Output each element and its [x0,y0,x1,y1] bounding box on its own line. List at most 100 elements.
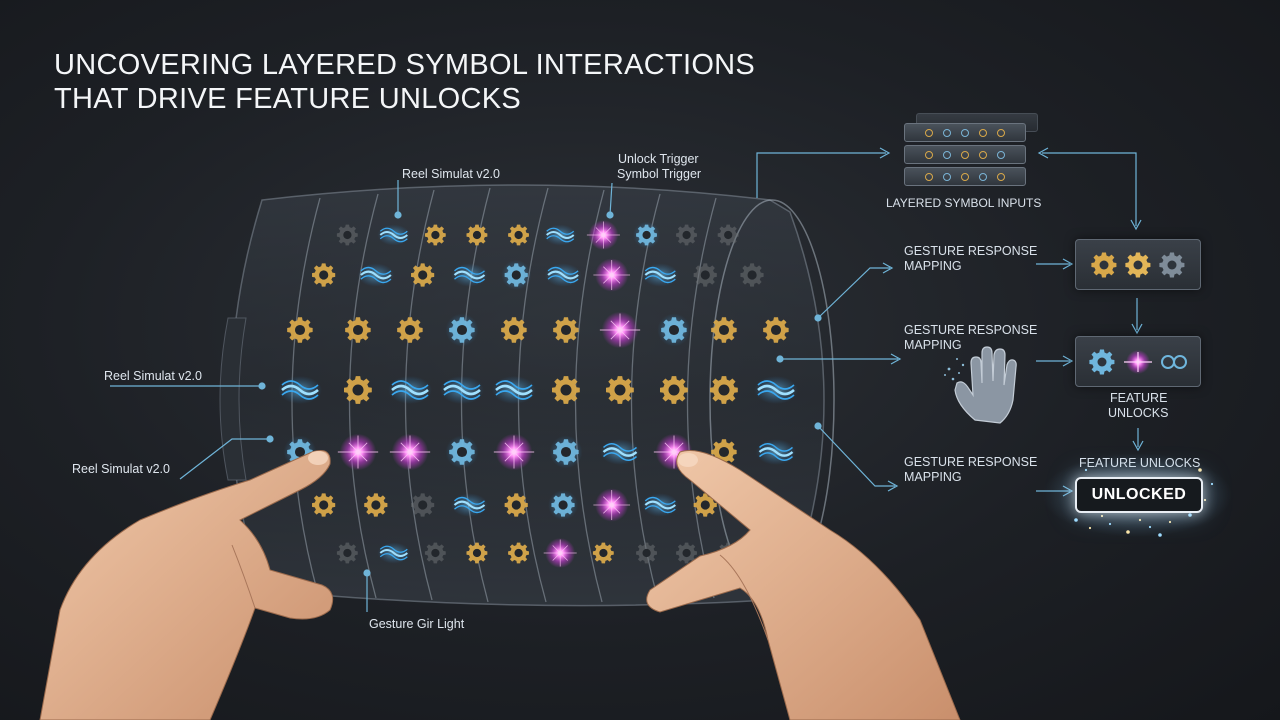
gear-gold-icon [961,172,969,181]
gesture-1-line-1: GESTURE RESPONSE [904,244,1038,258]
spark-icon [593,258,631,292]
feature-unlocks-title: FEATURE UNLOCKS [1079,456,1201,470]
gear-gold-icon [287,317,313,343]
gear-blue-icon [657,313,691,347]
spark-icon [593,488,631,522]
spark-icon [493,433,535,471]
sparkle [1100,514,1104,518]
wave-icon [451,263,488,287]
gear-blue-icon [549,435,583,469]
gear-gold-icon [925,150,933,159]
wave-icon [599,439,641,465]
hand-icon [944,346,1017,424]
gesture-1-line-2: MAPPING [904,259,962,273]
feature-output-icons [1089,348,1187,375]
sparkle [1084,468,1088,472]
gear-gold-icon [552,376,580,404]
feature-unlocks-line-2: UNLOCKS [1108,406,1169,420]
gear-gold-icon [925,128,933,137]
gear-gold-icon [424,542,446,564]
gear-gold-icon [466,542,488,564]
sparkle [1198,468,1202,472]
wave-icon [377,542,411,564]
feature-output-box [1075,336,1201,387]
gear-gold-icon [336,542,358,564]
gesture-3-line-2: MAPPING [904,470,962,484]
gear-blue-icon [979,172,987,181]
gear-gold-icon [1125,251,1151,278]
gear-gold-icon [740,263,764,287]
right-hand [646,449,961,720]
sparkle [1148,525,1152,529]
gear-gold-icon [411,263,435,287]
gesture-2-line-2: MAPPING [904,338,962,352]
wave-icon [492,376,536,404]
left-hand [39,450,334,720]
reel-label-left-lower: Reel Simulat v2.0 [72,462,170,476]
gear-blue-icon [1089,348,1115,375]
gear-gold-icon [606,376,634,404]
gear-gold-icon [336,224,358,246]
gear-gold-icon [636,542,657,564]
sparkle [1126,530,1130,534]
gear-gold-icon [344,376,372,404]
wave-icon [641,493,679,517]
title-line-2: THAT DRIVE FEATURE UNLOCKS [54,83,522,115]
wave-icon [754,376,798,404]
gear-blue-icon [1159,251,1185,278]
sparkle [1088,526,1092,530]
wave-icon [377,224,411,246]
gear-gold-icon [979,128,987,137]
gear-gold-icon [508,542,529,564]
gear-gold-icon [660,376,688,404]
unlock-trigger-label: Unlock Trigger [618,152,699,166]
wave-icon [451,493,488,517]
gear-gold-icon [553,317,579,343]
gear-blue-icon [943,128,951,137]
gear-blue-icon [445,435,479,469]
feature-unlocks-line-1: FEATURE [1110,391,1168,405]
gear-gold-icon [763,317,789,343]
input-layer-2 [904,145,1026,164]
gear-gold-icon [1091,251,1117,278]
symbol-trigger-label: Symbol Trigger [617,167,702,181]
gear-gold-icon [693,493,717,517]
gear-gold-icon [411,493,435,517]
sparkle [1108,522,1112,526]
gesture-2-line-1: GESTURE RESPONSE [904,323,1038,337]
spark-icon [1124,349,1152,374]
gear-gold-icon [925,172,933,181]
gear-blue-icon [943,172,951,181]
gear-gold-icon [961,150,969,159]
reel-label-top: Reel Simulat v2.0 [402,167,500,181]
input-layer-1 [904,123,1026,142]
gear-blue-icon [997,150,1005,159]
gear-gold-icon [312,263,336,287]
gear-gold-icon [312,493,336,517]
sparkle [1168,520,1172,524]
gear-gold-icon [711,317,737,343]
gear-gold-icon [676,542,697,564]
gesture-3-line-1: GESTURE RESPONSE [904,455,1038,469]
gear-gold-icon [397,317,423,343]
gesture-light-label: Gesture Gir Light [369,617,465,631]
gear-gold-icon [592,542,614,564]
gear-gold-icon [345,317,371,343]
badge-sparkles [1074,468,1214,537]
unlocked-badge: UNLOCKED [1075,477,1203,513]
sparkle [1210,482,1214,486]
wave-icon [278,376,322,404]
gear-blue-icon [943,150,951,159]
reel-label-left-middle: Reel Simulat v2.0 [104,369,202,383]
gear-blue-icon [961,128,969,137]
wave-icon [544,263,582,287]
spark-icon [543,538,577,568]
gear-gold-icon [466,224,488,246]
gear-blue-icon [633,221,661,249]
gear-output-box [1075,239,1201,290]
gear-gold-icon [424,224,446,246]
gear-gold-icon [997,128,1005,137]
wave-icon [357,263,395,287]
gear-gold-icon [979,150,987,159]
